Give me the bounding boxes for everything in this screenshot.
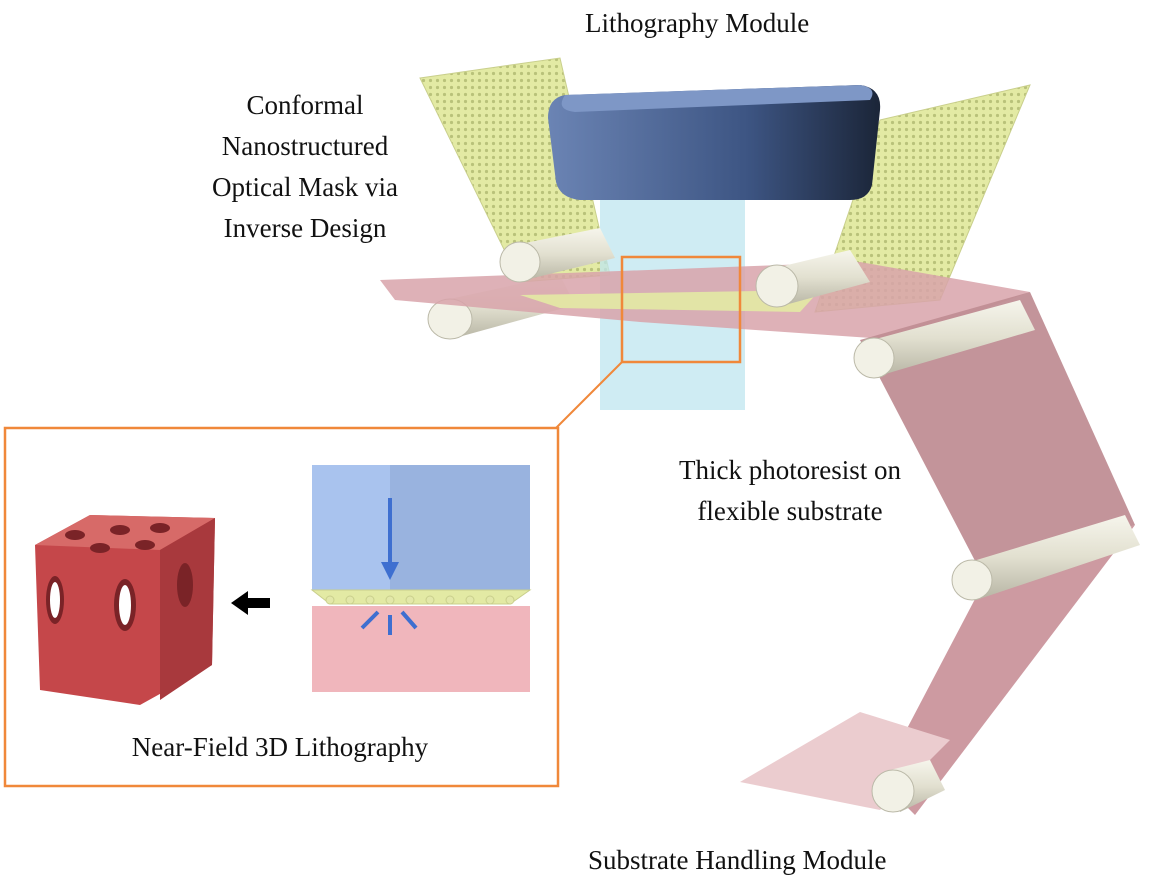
zoom-connector [555,361,623,429]
inset-title: Near-Field 3D Lithography [131,732,429,762]
mask-label-line: Inverse Design [223,213,387,243]
roller [871,760,945,813]
substrate-handling-label: Substrate Handling Module [588,845,887,875]
mask-label-line: Nanostructured [221,131,389,161]
exposure-arrow-icon [360,498,418,635]
roller [499,228,615,283]
roller [755,250,870,308]
3d-nanostructure [35,515,215,705]
mask-label-line: Conformal [246,90,364,120]
photoresist-label: Thick photoresist on flexible substrate [640,450,940,532]
arrow-left-icon [231,591,270,615]
zoom-region-marker [620,255,742,364]
photoresist-label-line: flexible substrate [697,496,883,526]
lithography-head [548,85,881,200]
near-field-schematic [310,465,532,692]
mask-contact-region [520,290,820,312]
roller [853,300,1035,379]
mask-label-line: Optical Mask via [212,172,398,202]
photoresist-label-line: Thick photoresist on [679,455,901,485]
mask-label: Conformal Nanostructured Optical Mask vi… [195,85,415,249]
roller [951,515,1140,601]
lithography-module-label: Lithography Module [585,8,810,38]
